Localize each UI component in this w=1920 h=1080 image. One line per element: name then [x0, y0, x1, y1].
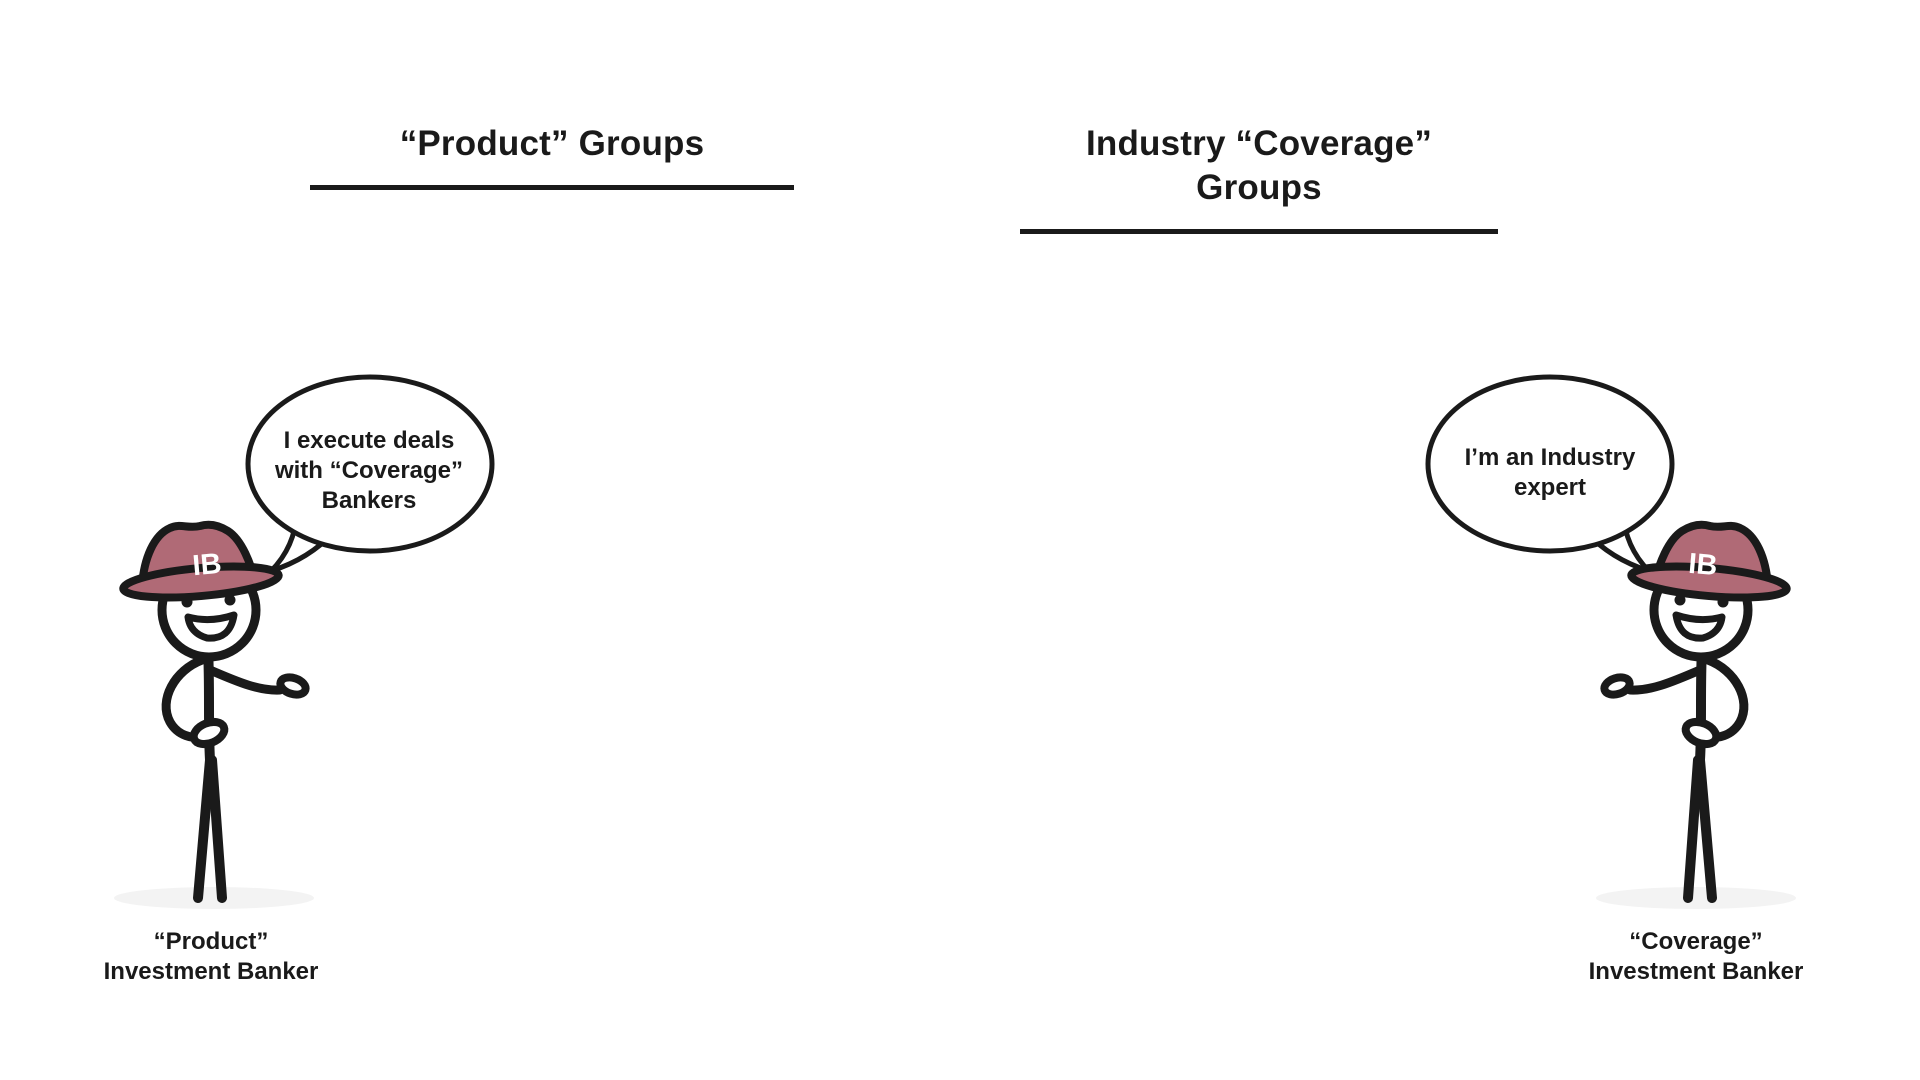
right-stick-figure-banker: IB: [1570, 520, 1830, 920]
right-hat-label: IB: [1687, 548, 1719, 582]
industry-coverage-groups-heading: Industry “Coverage” Groups: [1020, 122, 1498, 234]
left-stick-figure-banker: IB: [80, 520, 340, 920]
right-figure-caption: “Coverage” Investment Banker: [1521, 927, 1871, 987]
fedora-hat-icon: [114, 525, 314, 909]
left-speech-text: I execute deals with “Coverage” Bankers: [254, 426, 484, 516]
right-speech-line-1: I’m an Industry: [1464, 444, 1636, 471]
product-groups-heading: “Product” Groups: [310, 122, 794, 190]
fedora-hat-icon: [1596, 525, 1796, 909]
left-figure-caption: “Product” Investment Banker: [36, 927, 386, 987]
left-speech-line-3: Bankers: [321, 487, 417, 514]
right-caption-line-2: Investment Banker: [1588, 958, 1804, 985]
left-hat-label: IB: [191, 548, 223, 582]
left-speech-line-1: I execute deals: [283, 427, 455, 454]
right-speech-line-2: expert: [1513, 474, 1587, 501]
left-speech-line-2: with “Coverage”: [274, 457, 464, 484]
left-caption-line-1: “Product”: [153, 928, 269, 955]
right-speech-text: I’m an Industry expert: [1435, 443, 1665, 503]
left-caption-line-2: Investment Banker: [103, 958, 319, 985]
right-caption-line-1: “Coverage”: [1629, 928, 1763, 955]
